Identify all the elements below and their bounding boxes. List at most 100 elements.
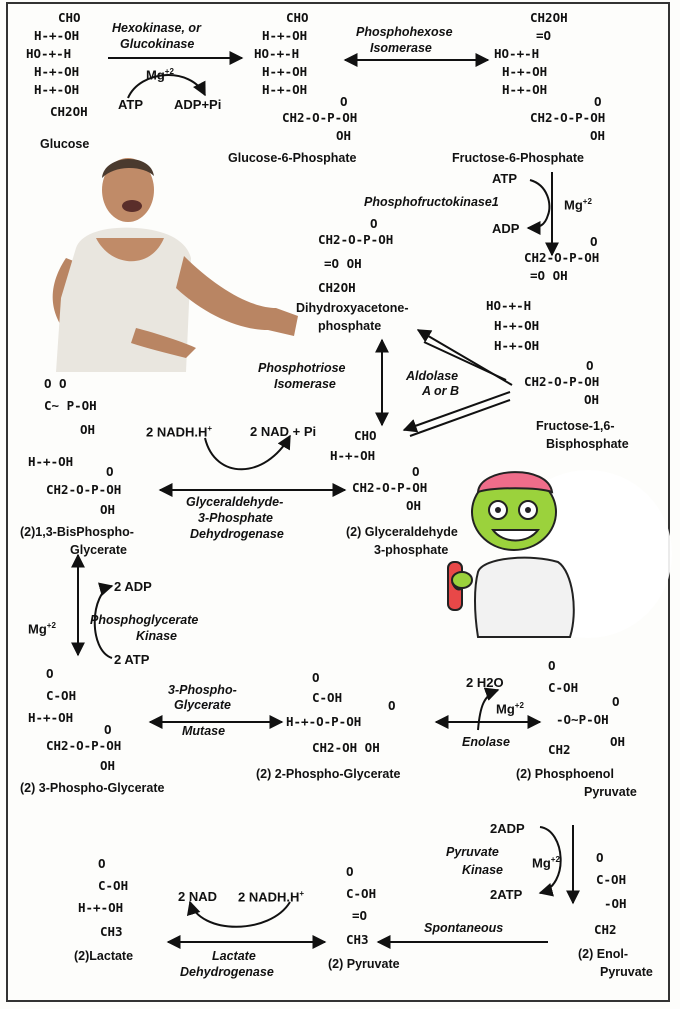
arrow-pk-curve xyxy=(538,826,562,897)
formula-bpg-l2: C~ P-OH xyxy=(44,398,97,413)
name-g6p: Glucose-6-Phosphate xyxy=(228,151,357,165)
enzyme-pgm-3: Mutase xyxy=(182,724,226,738)
formula-fbp-l9: OH xyxy=(584,392,600,407)
formula-dhap-l3: =O OH xyxy=(324,256,362,271)
formula-bpg-l5: O xyxy=(106,464,114,479)
formula-pg3-l4: O xyxy=(104,722,112,737)
formula-bpg-l4: H-+-OH xyxy=(28,454,74,469)
enzyme-pfk: Phosphofructokinase1 xyxy=(364,195,499,209)
formula-pg3-l3: H-+-OH xyxy=(28,710,74,725)
arrow-ldh-curve xyxy=(186,900,291,928)
cofactor-2atp-pk: 2ATP xyxy=(490,887,523,902)
name-dhap-1: Dihydroxyacetone- xyxy=(296,301,409,315)
formula-f6p-l7: CH2-O-P-OH xyxy=(530,110,606,125)
formula-gap-l5: OH xyxy=(406,498,422,513)
formula-glucose-l4: H-+-OH xyxy=(34,64,80,79)
cofactor-adp-pfk: ADP xyxy=(492,221,520,236)
name-f6p: Fructose-6-Phosphate xyxy=(452,151,584,165)
scientist-cartoon-image xyxy=(447,470,672,638)
formula-g6p-l7: CH2-O-P-OH xyxy=(282,110,358,125)
name-bpg-1: (2)1,3-BisPhospho- xyxy=(20,525,134,539)
page-border xyxy=(6,2,670,1002)
formula-lactate-l3: H-+-OH xyxy=(78,900,124,915)
formula-g6p-l3: HO-+-H xyxy=(254,46,300,61)
cofactor-nad-pi: 2 NAD + Pi xyxy=(250,424,317,439)
formula-dhap-l1: O xyxy=(370,216,378,231)
enzyme-pgk-2: Kinase xyxy=(136,629,177,643)
name-fbp-1: Fructose-1,6- xyxy=(536,419,615,433)
name-gap-1: (2) Glyceraldehyde xyxy=(346,525,458,539)
formula-glucose-l1: CHO xyxy=(58,10,81,25)
cofactor-nadh: 2 NADH.H+ xyxy=(146,424,213,440)
enzyme-pgk-1: Phosphoglycerate xyxy=(90,613,199,627)
arrow-pfk-curve xyxy=(526,179,551,235)
formula-pyruvate-l3: =O xyxy=(352,908,368,923)
formula-f6p-l2: =O xyxy=(536,28,552,43)
formula-pg2-l1: O xyxy=(312,670,320,685)
formula-pep-l5: CH2 xyxy=(548,742,571,757)
formula-f6p-l1: CH2OH xyxy=(530,10,568,25)
formula-f6p-l4: H-+-OH xyxy=(502,64,548,79)
enzyme-pgm-2: Glycerate xyxy=(174,698,231,712)
enzyme-pk-1: Pyruvate xyxy=(446,845,499,859)
cofactor-2atp: 2 ATP xyxy=(114,652,150,667)
formula-fbp-l4: HO-+-H xyxy=(486,298,532,313)
cofactor-2nad: 2 NAD xyxy=(178,889,218,904)
formula-g6p-l5: H-+-OH xyxy=(262,82,308,97)
cofactor-atp-pfk: ATP xyxy=(492,171,518,186)
formula-dhap-l2: CH2-O-P-OH xyxy=(318,232,394,247)
formula-pep-l6: OH xyxy=(610,734,626,749)
enzyme-tpi: Isomerase xyxy=(274,377,336,391)
formula-fbp-l5: H-+-OH xyxy=(494,318,540,333)
formula-pyruvate-l2: C-OH xyxy=(346,886,377,901)
formula-bpg-l1: O O xyxy=(44,376,67,391)
name-pep-1: (2) Phosphoenol xyxy=(516,767,614,781)
formula-g6p-l4: H-+-OH xyxy=(262,64,308,79)
arrow-aldolase-gap2 xyxy=(409,399,511,437)
formula-pg2-l3: O xyxy=(388,698,396,713)
man-figure-image xyxy=(52,158,298,372)
formula-fbp-l8: CH2-O-P-OH xyxy=(524,374,600,389)
formula-g6p-l1: CHO xyxy=(286,10,309,25)
formula-pg2-l5: CH2-OH OH xyxy=(312,740,380,755)
formula-pg3-l5: CH2-O-P-OH xyxy=(46,738,122,753)
formula-pep-l2: C-OH xyxy=(548,680,579,695)
formula-pg2-l4: H-+-O-P-OH xyxy=(286,714,362,729)
formula-lactate-l1: O xyxy=(98,856,106,871)
enzyme-g3pdh-2: 3-Phosphate xyxy=(198,511,274,525)
formula-bpg-l6: CH2-O-P-OH xyxy=(46,482,122,497)
formula-pyruvate-l4: CH3 xyxy=(346,932,369,947)
arrow-nad-curve xyxy=(204,434,291,471)
cofactor-2adp-pk: 2ADP xyxy=(490,821,525,836)
name-bpg-2: Glycerate xyxy=(70,543,127,557)
cofactor-mg: Mg+2 xyxy=(146,67,174,83)
enzyme-hexokinase: Hexokinase, or xyxy=(112,21,201,35)
formula-fbp-l3: =O OH xyxy=(530,268,568,283)
enzyme-g3pdh-1: Glyceraldehyde- xyxy=(186,495,284,509)
formula-f6p-l3: HO-+-H xyxy=(494,46,540,61)
cofactor-adp-pi: ADP+Pi xyxy=(174,97,222,112)
label-spontaneous: Spontaneous xyxy=(424,921,504,935)
formula-fbp-l2: CH2-O-P-OH xyxy=(524,250,600,265)
formula-lactate-l4: CH3 xyxy=(100,924,123,939)
formula-glucose-l3: HO-+-H xyxy=(26,46,72,61)
enzyme-phosphotriose: Phosphotriose xyxy=(258,361,346,375)
formula-f6p-l8: OH xyxy=(590,128,606,143)
formula-enolpyr-l3: -OH xyxy=(604,896,627,911)
formula-lactate-l2: C-OH xyxy=(98,878,129,893)
cofactor-water: 2 H2O xyxy=(466,675,504,690)
formula-pep-l4: -O~P-OH xyxy=(556,712,609,727)
arrow-pgk-curve xyxy=(93,582,114,659)
formula-enolpyr-l2: C-OH xyxy=(596,872,627,887)
name-fbp-2: Bisphosphate xyxy=(546,437,629,451)
formula-dhap-l4: CH2OH xyxy=(318,280,356,295)
formula-pyruvate-l1: O xyxy=(346,864,354,879)
name-pg3: (2) 3-Phospho-Glycerate xyxy=(20,781,165,795)
arrow-aldolase-gap xyxy=(402,391,511,433)
formula-f6p-l5: H-+-OH xyxy=(502,82,548,97)
enzyme-pk-2: Kinase xyxy=(462,863,503,877)
formula-bpg-l7: OH xyxy=(100,502,116,517)
formula-pg3-l1: O xyxy=(46,666,54,681)
enzyme-ldh-1: Lactate xyxy=(212,949,256,963)
